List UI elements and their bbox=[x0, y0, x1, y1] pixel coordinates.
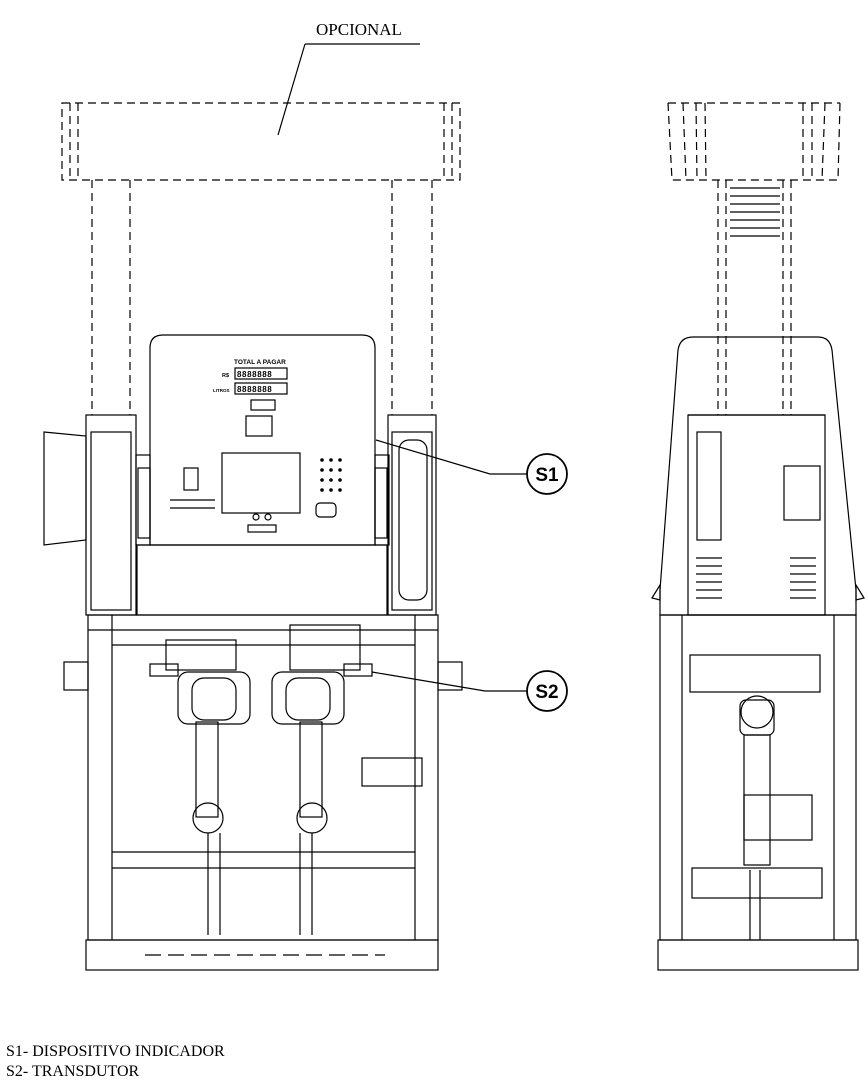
currency-label: R$ bbox=[222, 373, 229, 379]
display-head bbox=[135, 334, 390, 616]
left-nozzle-boot bbox=[43, 414, 151, 616]
right-nozzle-boot bbox=[374, 414, 437, 616]
side-louvers-right bbox=[790, 557, 816, 599]
legend: S1- DISPOSITIVO INDICADOR S2- TRANSDUTOR bbox=[6, 1042, 225, 1082]
optional-canopy-side bbox=[667, 102, 841, 415]
meter-left bbox=[149, 639, 251, 935]
side-vent-grilles-top bbox=[730, 187, 780, 237]
optional-canopy-front bbox=[61, 102, 461, 415]
leader-s1 bbox=[375, 439, 527, 475]
side-body bbox=[651, 336, 865, 616]
callout-s1: S1 bbox=[526, 453, 568, 495]
keypad bbox=[320, 458, 342, 492]
meter-right bbox=[271, 624, 373, 935]
optional-label: OPCIONAL bbox=[316, 20, 402, 39]
legend-item-s1: S1- DISPOSITIVO INDICADOR bbox=[6, 1043, 225, 1060]
liters-digits: 8888888 bbox=[237, 385, 272, 394]
liters-label: LITROS bbox=[213, 388, 230, 393]
total-digits: 8888888 bbox=[237, 370, 272, 379]
hydraulic-frame bbox=[63, 614, 463, 971]
side-louvers-left bbox=[696, 557, 722, 599]
callout-s2-label: S2 bbox=[535, 682, 558, 703]
callout-s2: S2 bbox=[526, 670, 568, 712]
side-hydraulic-frame bbox=[657, 614, 859, 971]
leader-s2 bbox=[371, 671, 527, 692]
legend-item-s2: S2- TRANSDUTOR bbox=[6, 1063, 140, 1080]
callout-s1-label: S1 bbox=[535, 465, 559, 486]
display-title: TOTAL A PAGAR bbox=[234, 359, 286, 366]
